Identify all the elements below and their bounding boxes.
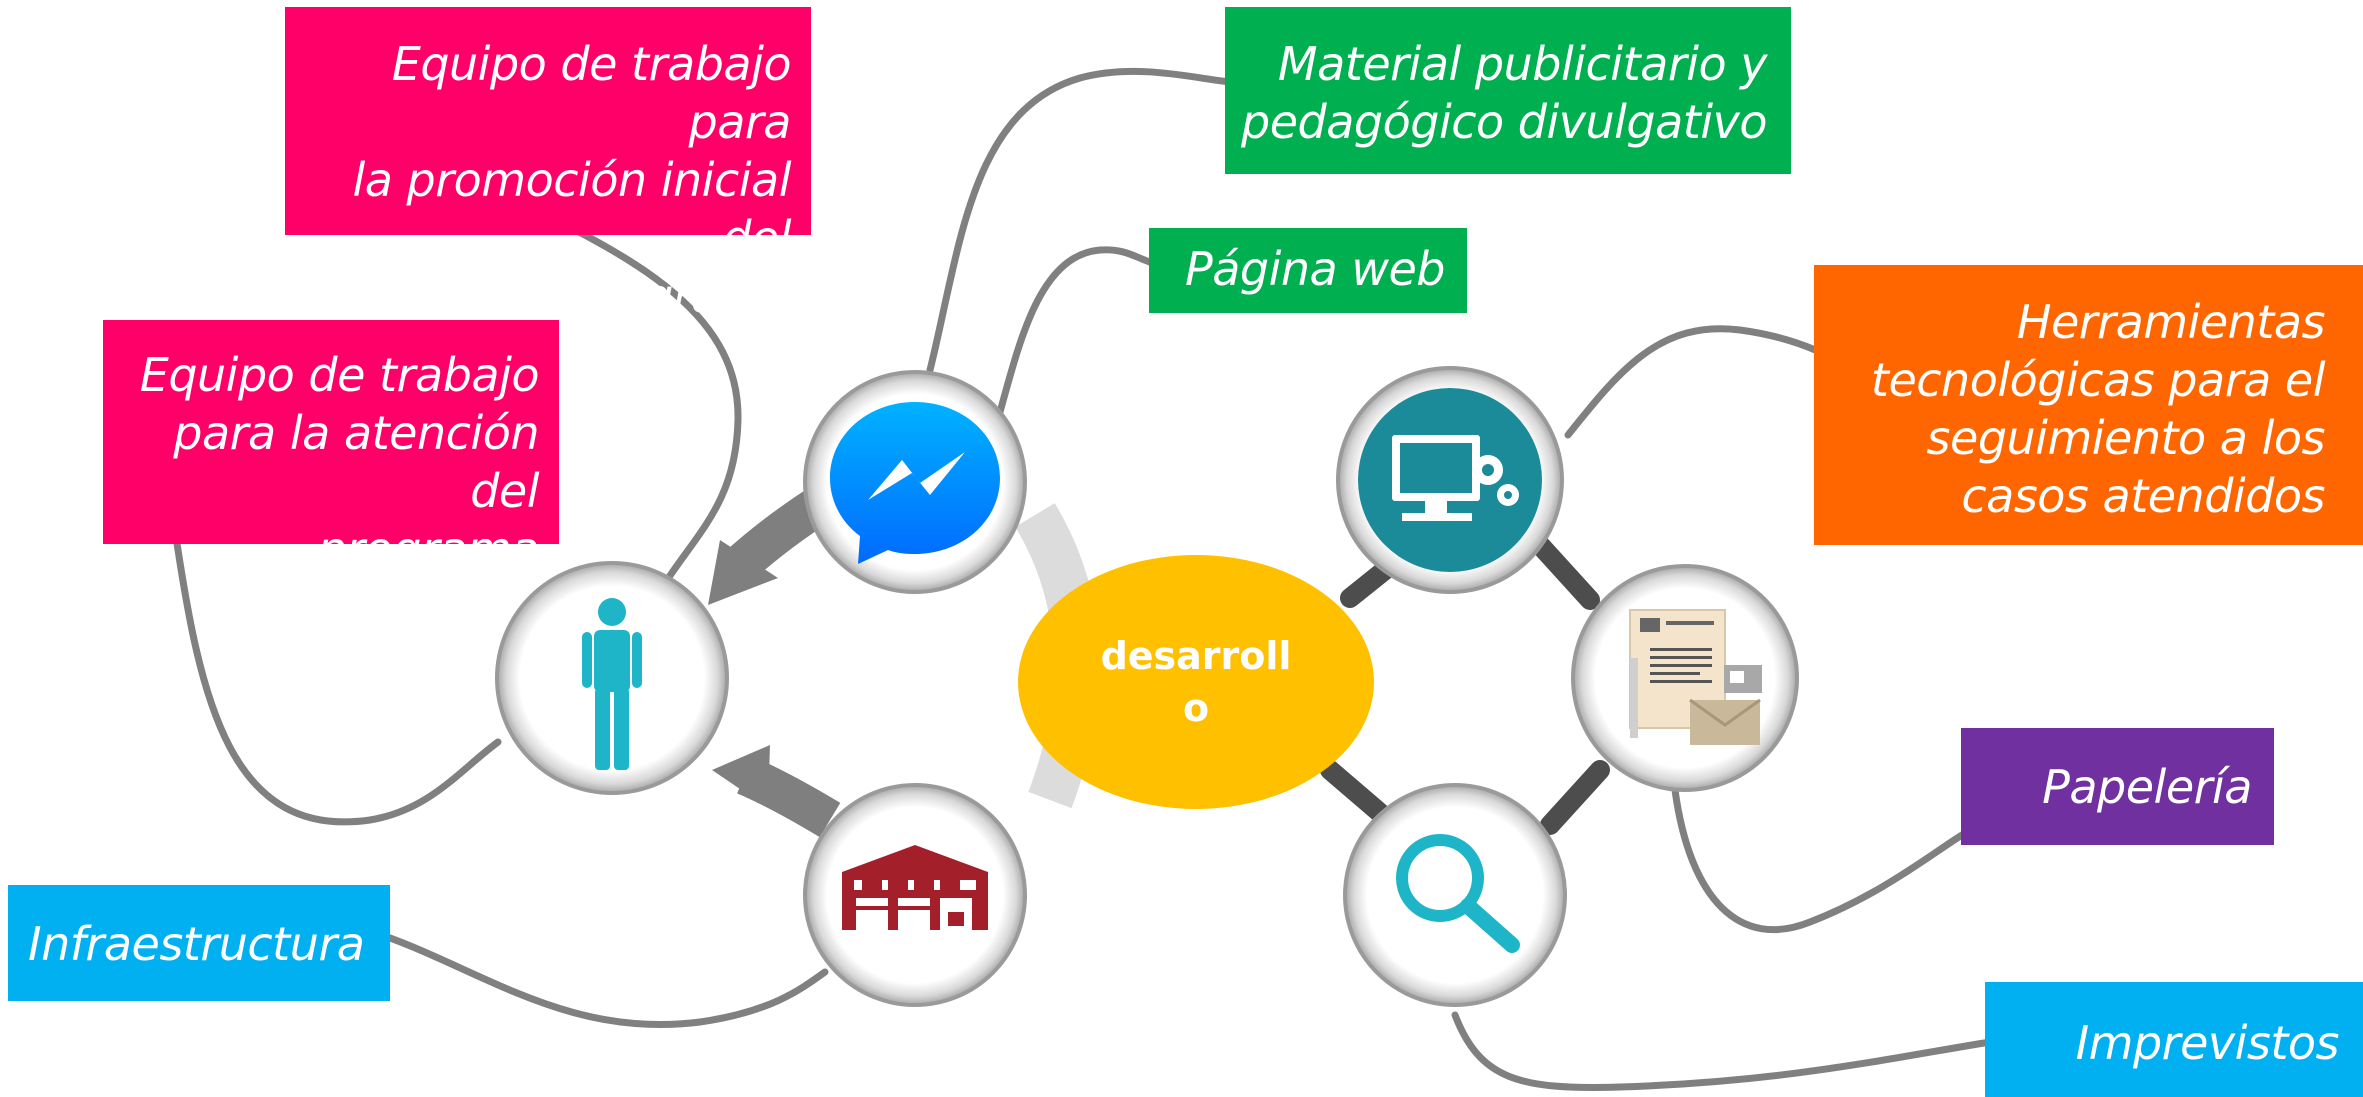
magnifier-node [1343,783,1567,1007]
pagina-web-line1: Página web [1185,242,1446,296]
connector-pagina-web [996,246,1166,416]
center-node [1018,555,1374,809]
arrow-head-lower [712,745,770,808]
arrow-head-upper [708,540,778,605]
warehouse-node [803,783,1027,1007]
magnifier-icon [1396,834,1520,953]
computer-gears-icon [1392,435,1519,521]
center-label-line1: desarroll [1100,634,1292,678]
documents-envelope-icon [1629,609,1762,745]
herramientas-box: Herramientas tecnológicas para el seguim… [1814,265,2363,545]
connector-papeleria [1671,786,1966,934]
imprevistos-box: Imprevistos [1985,982,2363,1097]
center-label-line2: o [1182,686,1210,730]
equipo-atencion-line1: Equipo de trabajo [139,348,540,402]
infraestructura-line1: Infraestructura [28,917,365,971]
herramientas-line4: casos atendidos [1961,469,2325,523]
infraestructura-box: Infraestructura [8,885,390,1001]
equipo-atencion-line3: programa [317,522,539,576]
connector-equipo-promocion [486,186,742,587]
imprevistos-line1: Imprevistos [2075,1016,2340,1070]
person-node [495,561,729,795]
material-line1: Material publicitario y [1277,37,1768,91]
pagina-web-box: Página web [1149,228,1467,313]
messenger-node [803,370,1027,594]
documents-node [1571,564,1799,792]
equipo-promocion-box: Equipo de trabajo para la promoción inic… [285,7,811,323]
equipo-promocion-line3: programa [569,269,791,323]
messenger-icon [830,402,1000,564]
material-line2: pedagógico divulgativo [1241,95,1767,149]
connector-material [926,67,1236,374]
computer-node [1336,366,1564,594]
person-icon [582,598,642,770]
herramientas-line3: seguimiento a los [1926,411,2326,465]
papeleria-line1: Papelería [2042,760,2252,814]
equipo-atencion-line2: para la atención del [173,406,539,518]
warehouse-icon [842,845,988,930]
connector-equipo-atencion [171,526,502,826]
herramientas-line2: tecnológicas para el [1870,353,2326,407]
papeleria-box: Papelería [1961,728,2274,845]
equipo-atencion-box: Equipo de trabajo para la atención del p… [103,320,559,576]
connector-imprevistos [1451,1011,1994,1091]
equipo-promocion-line2: la promoción inicial del [352,153,791,265]
equipo-promocion-line1: Equipo de trabajo para [391,37,792,149]
herramientas-line1: Herramientas [2016,295,2326,349]
center-label: desarroll o [1018,555,1374,809]
material-box: Material publicitario y pedagógico divul… [1225,7,1791,174]
connector-infraestructura [356,924,829,1029]
